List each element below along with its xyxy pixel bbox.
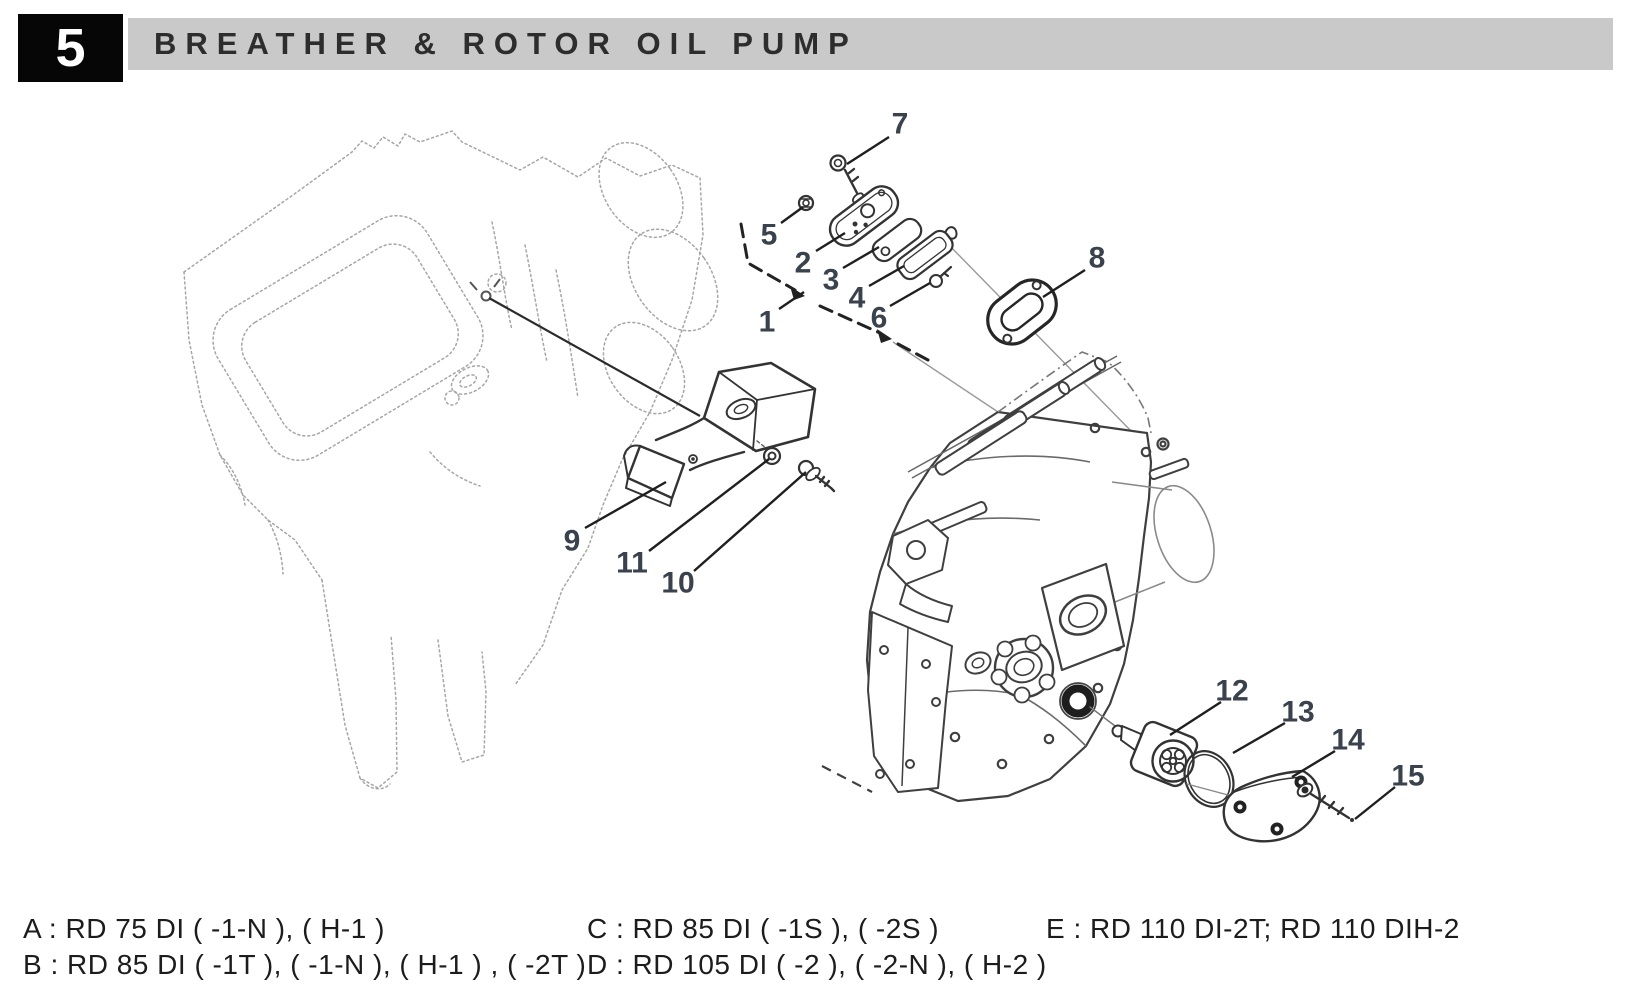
callout-number-7: 7: [892, 108, 909, 141]
gear-case-bottom-dash: [821, 765, 873, 793]
breather-element-3: [871, 217, 923, 263]
callout-leader-12: [1169, 700, 1222, 737]
engine-block-ghost: [183, 130, 719, 790]
callout-leader-9: [584, 480, 667, 530]
pipe-bolt-10: [797, 459, 836, 493]
rocker-shaft-bars: [907, 355, 1190, 535]
callout-leader-10: [693, 471, 807, 572]
callout-number-11: 11: [616, 547, 648, 580]
cover-bolt-15: [1296, 782, 1354, 822]
callout-number-6: 6: [871, 302, 888, 335]
removal-arrow-1: [739, 222, 930, 362]
breather-gasket-8: [986, 278, 1058, 346]
callout-leader-4: [868, 264, 905, 288]
arrowhead: [877, 329, 892, 343]
rotor-oil-pump-group: [1089, 706, 1354, 843]
callout-leader-11: [648, 458, 770, 552]
callout-number-4: 4: [849, 282, 866, 315]
breather-assembly: [739, 154, 1058, 362]
callout-number-3: 3: [823, 264, 840, 297]
mount-point-detail: [469, 278, 501, 302]
callout-leader-3: [842, 245, 880, 270]
section-number-badge: 5: [18, 14, 123, 82]
callout-leader-13: [1232, 721, 1286, 755]
case-front-bosses: [964, 562, 1126, 720]
callout-number-1: 1: [759, 306, 776, 339]
left-bracket: [867, 519, 953, 793]
callout-leader-7: [846, 135, 890, 166]
arrowhead: [790, 286, 805, 300]
callout-leader-8: [1042, 268, 1086, 299]
callout-number-5: 5: [761, 219, 778, 252]
legend-item-C: C : RD 85 DI ( -1S ), ( -2S ): [587, 913, 940, 944]
breather-plate-2: [828, 185, 900, 247]
callout-number-9: 9: [564, 525, 581, 558]
callout-number-8: 8: [1089, 242, 1106, 275]
callout-leader-6: [889, 281, 931, 308]
legend-item-E: E : RD 110 DI-2T; RD 110 DIH-2: [1046, 913, 1460, 944]
legend-item-D: D : RD 105 DI ( -2 ), ( -2-N ), ( H-2 ): [587, 949, 1047, 980]
callout-number-2: 2: [795, 247, 812, 280]
callout-leader-2: [815, 231, 846, 253]
section-title: BREATHER & ROTOR OIL PUMP: [154, 26, 858, 61]
legend-item-A: A : RD 75 DI ( -1-N ), ( H-1 ): [23, 913, 385, 944]
section-title-bar: BREATHER & ROTOR OIL PUMP: [128, 18, 1613, 70]
crankshaft-cylinder: [1089, 481, 1215, 613]
pump-cover-14: [1222, 769, 1321, 843]
gear-case-bolt-holes: [949, 422, 1170, 770]
mount-leader-line: [488, 297, 701, 417]
o-ring-13: [1183, 750, 1235, 808]
callout-number-10: 10: [661, 567, 694, 600]
breather-cover-4: [896, 226, 958, 281]
gear-case-rear-flange: [997, 351, 1152, 434]
callout-number-12: 12: [1215, 675, 1248, 708]
callout-number-13: 13: [1281, 696, 1314, 729]
breather-bolt-6: [929, 265, 953, 288]
callout-leader-1: [778, 291, 805, 310]
rotor-oil-pump-12: [1111, 720, 1199, 788]
section-number: 5: [55, 18, 86, 78]
breather-pipe-9: [623, 361, 817, 507]
callout-leader-5: [780, 206, 804, 224]
legend-item-B: B : RD 85 DI ( -1T ), ( -1-N ), ( H-1 ) …: [23, 949, 587, 980]
oil-seal-ring: [1061, 684, 1095, 718]
callout-number-15: 15: [1391, 760, 1424, 793]
installation-reference-lines: [892, 242, 1134, 434]
callout-leader-14: [1291, 749, 1336, 779]
callout-number-14: 14: [1331, 724, 1365, 757]
callout-leader-15: [1354, 786, 1396, 820]
